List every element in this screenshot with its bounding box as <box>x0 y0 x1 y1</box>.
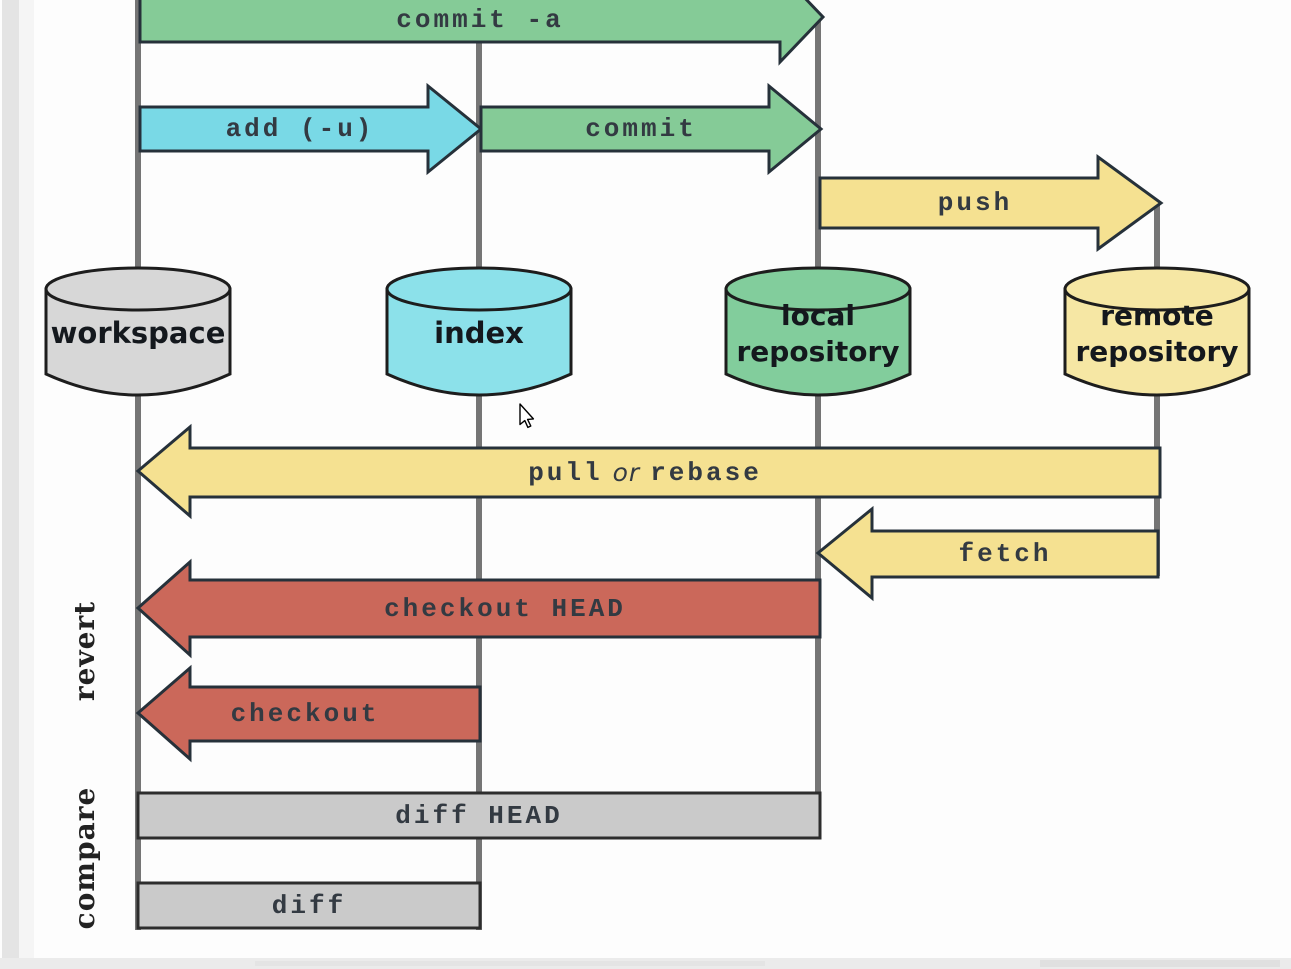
remote-repository-cylinder <box>1063 266 1251 397</box>
commit-arrow <box>479 82 824 176</box>
checkout-head-arrow <box>135 558 822 659</box>
diff-bar <box>136 881 482 930</box>
add-arrow <box>138 82 484 176</box>
scrubber-smudge <box>1040 960 1280 967</box>
fetch-arrow <box>815 505 1160 602</box>
diff-head-bar <box>136 791 822 840</box>
checkout-arrow <box>135 664 482 763</box>
left-gutter <box>2 0 19 969</box>
local-repository-cylinder <box>724 266 912 397</box>
scrubber-smudge <box>255 961 765 966</box>
index-cylinder <box>385 266 573 397</box>
commit-a-arrow <box>138 0 826 66</box>
workspace-cylinder <box>44 266 232 397</box>
arrow-pointer-icon <box>519 403 535 429</box>
left-gutter-fade <box>19 0 34 969</box>
push-arrow <box>818 154 1164 252</box>
pull-or-rebase-arrow <box>135 423 1162 520</box>
